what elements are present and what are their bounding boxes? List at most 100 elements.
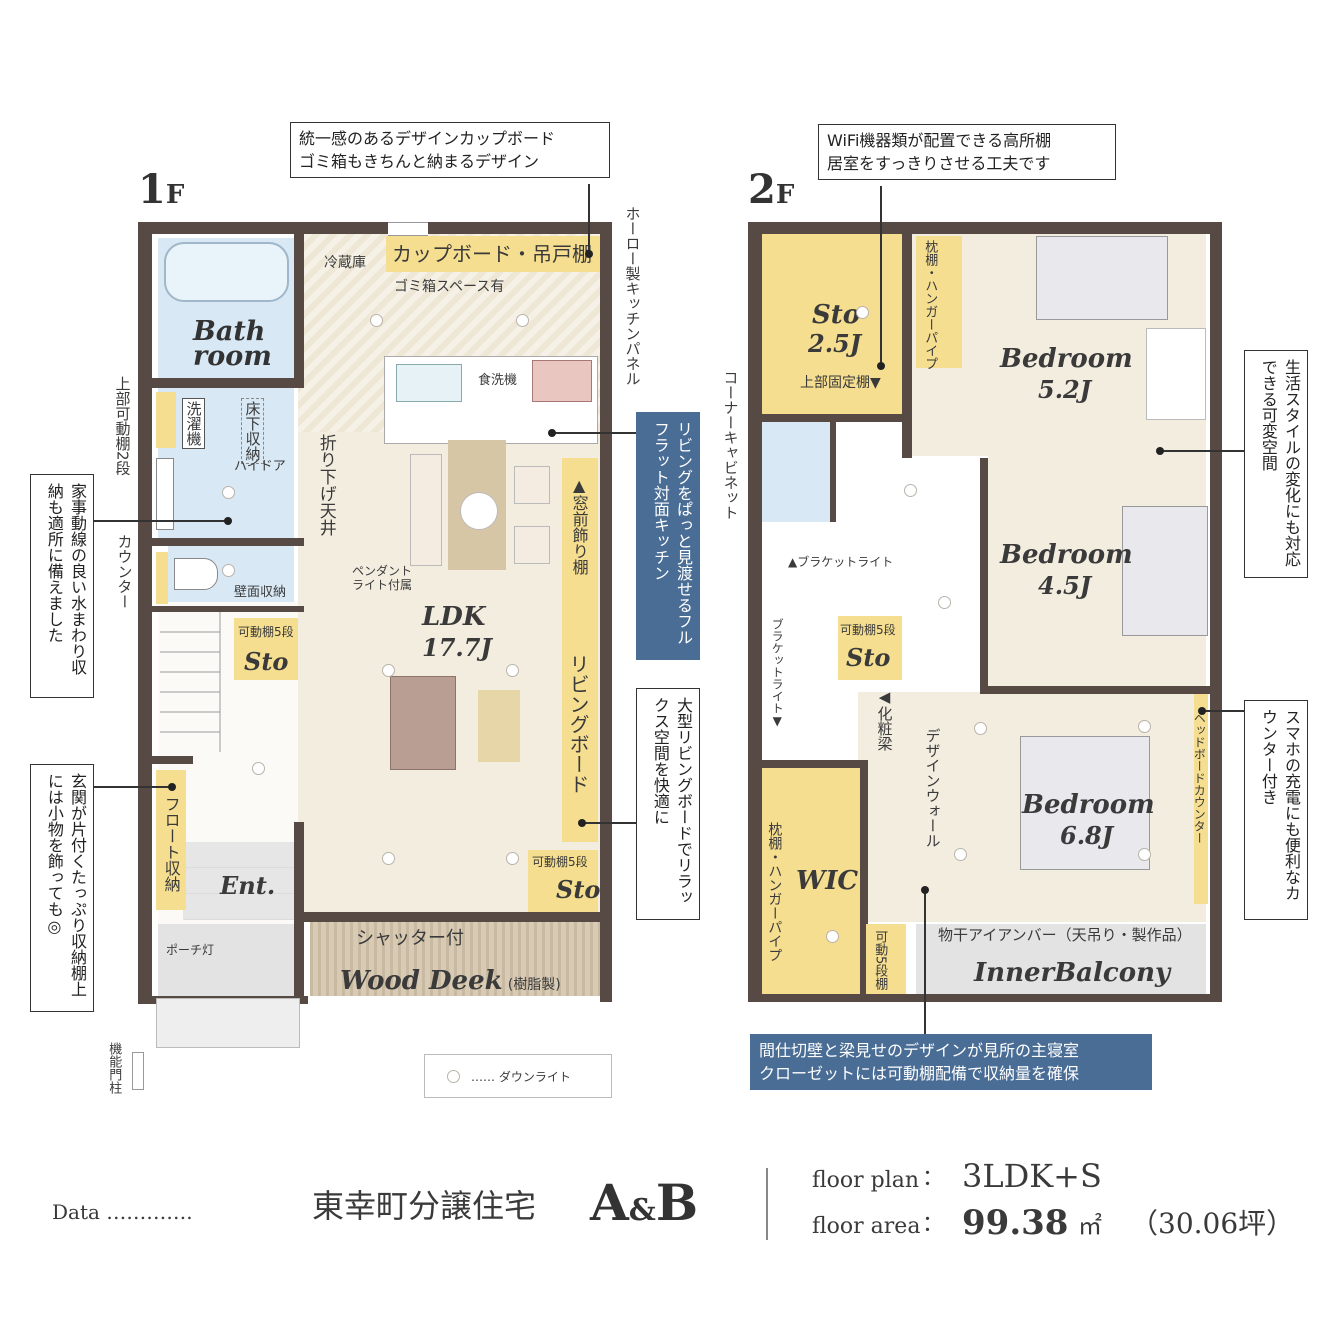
desk-1	[1146, 328, 1206, 420]
wall-deck-top	[304, 912, 604, 922]
stairs-1f	[160, 612, 221, 752]
callout-kitchen: リビングをぱっと見渡せるフルフラット対面キッチン	[636, 412, 700, 660]
float-storage	[156, 770, 186, 910]
ceiling-label: 折り下げ天井	[315, 434, 336, 536]
leader-smartphone-dot	[1198, 707, 1206, 715]
leader-living	[582, 822, 636, 824]
callout-lifestyle: 生活スタイルの変化にも対応できる可変空間	[1244, 350, 1308, 578]
wall-left-1f	[138, 222, 152, 1002]
callout-wifi: WiFi機器類が配置できる高所棚 居室をすっきりさせる工夫です	[818, 124, 1116, 181]
float-storage-label: フロート収納	[161, 796, 181, 892]
leader-lifestyle	[1160, 450, 1244, 452]
area-unit: ㎡	[1078, 1212, 1102, 1240]
callout-bedroom: 間仕切壁と梁見せのデザインが見所の主寝室 クローゼットには可動棚配備で収納量を確…	[750, 1034, 1152, 1091]
downlight	[826, 930, 839, 943]
ent-label: Ent.	[220, 871, 276, 900]
trash-label: ゴミ箱スペース有	[394, 279, 505, 295]
legend-downlight-label: …… ダウンライト	[471, 1070, 571, 1084]
bed-1	[1036, 236, 1168, 320]
bath-label: Bath room	[193, 318, 272, 370]
gate-post	[132, 1052, 144, 1090]
sink	[156, 458, 174, 530]
floor1-f: F	[165, 180, 185, 210]
wall-ent-top	[138, 756, 193, 764]
sto-small	[838, 616, 902, 680]
wood-deck-label: Wood Deek	[340, 966, 503, 996]
data-label: Data ………….	[52, 1200, 193, 1224]
washer-label: 洗濯機	[182, 398, 205, 449]
sto-1f-shelf: 可動棚5段	[238, 625, 294, 639]
wall-bath-bottom	[138, 378, 304, 388]
wall-right-2f	[1210, 222, 1222, 1002]
wood-deck-note: (樹脂製)	[507, 977, 561, 993]
bedroom-2-label: Bedroom	[1000, 540, 1133, 570]
floor1-label: 1F	[138, 170, 184, 210]
sto-2-shelf: 可動棚5段	[532, 855, 588, 869]
dishwasher-label: 食洗機	[478, 373, 518, 388]
porch-steps	[156, 998, 300, 1048]
leader-housework-dot	[224, 517, 232, 525]
sto-2f-label: Sto	[812, 300, 861, 330]
wall-stair-right	[830, 422, 836, 522]
pillow-shelf-2f	[916, 236, 962, 368]
downlight	[974, 722, 987, 735]
inner-balcony	[916, 924, 1206, 996]
callout-entrance: 玄関が片付くたっぷり収納棚上には小物を飾っても◎	[30, 764, 94, 1012]
leader-kitchen-dot	[548, 429, 556, 437]
bath-label-l2: room	[193, 341, 272, 372]
bedroom-1-size: 5.2J	[1038, 375, 1092, 404]
data-divider	[766, 1168, 768, 1240]
entrance-floor	[183, 842, 298, 920]
sto-1f	[234, 618, 298, 680]
sofa	[390, 676, 456, 770]
floor2-plan: Sto 2.5J 上部固定棚▼ 枕棚・ハンガーパイプ Bedroom 5.2J …	[748, 222, 1224, 1002]
leader-cupboard-dot	[585, 250, 593, 258]
leader-smartphone	[1202, 710, 1244, 712]
bath-label-l1: Bath	[193, 316, 266, 347]
callout-living: 大型リビングボードでリラックス空間を快適に	[636, 688, 700, 920]
wall-right-1f	[600, 222, 612, 1002]
design-wall-label: デザインウォール	[923, 728, 942, 848]
leader-kitchen	[552, 432, 636, 434]
wic	[762, 766, 862, 996]
headboard-counter	[1194, 694, 1208, 904]
downlight	[1138, 848, 1151, 861]
cupboard-label: カップボード・吊戸棚	[392, 242, 592, 266]
area-label: floor area	[812, 1214, 921, 1239]
bracket-light-1: ▲ブラケットライト	[788, 555, 894, 569]
cupboard	[386, 236, 600, 272]
upper-fixed-label: 上部固定棚▼	[800, 375, 881, 391]
sto-2f-size: 2.5J	[808, 329, 862, 358]
floor2-label: 2F	[748, 170, 794, 210]
pillow-shelf-label: 枕棚・ハンガーパイプ	[922, 240, 938, 370]
downlight	[1138, 720, 1151, 733]
sto-1f-label: Sto	[244, 647, 289, 676]
coffee-table	[478, 690, 520, 762]
gate-post-label: 機能門柱	[106, 1042, 122, 1094]
wood-deck-wrap: Wood Deek (樹脂製)	[340, 968, 561, 994]
floor1-number: 1	[138, 166, 166, 213]
sto-small-shelf: 可動棚5段	[840, 623, 896, 637]
callout-housework: 家事動線の良い水まわり収納も適所に備えました	[30, 474, 94, 698]
bracket-light-2: ブラケットライト▼	[770, 618, 785, 728]
counter-shelf	[156, 552, 168, 604]
ldk-size: 17.7J	[422, 633, 492, 662]
bathtub	[164, 242, 289, 302]
wall-sto-bottom	[748, 414, 908, 422]
wall-ent-right	[294, 822, 304, 1002]
area-value: 99.38	[962, 1203, 1069, 1243]
living-board	[562, 458, 598, 842]
porch-light-label: ポーチ灯	[166, 943, 215, 957]
upper-shelf-label: 上部可動棚2段	[113, 376, 132, 476]
washroom-floor	[158, 388, 294, 538]
downlight	[370, 314, 383, 327]
sto-2-label: Sto	[556, 875, 601, 904]
shelf5-2f	[866, 924, 906, 994]
wall-toilet-bottom	[138, 606, 304, 612]
ldk-label: LDK	[422, 602, 486, 632]
project-type: A&B	[590, 1178, 698, 1228]
wall-bath-right	[294, 234, 304, 384]
wood-deck	[310, 922, 600, 996]
shutter-label: シャッター付	[356, 928, 464, 949]
bedroom-3-label: Bedroom	[1022, 790, 1155, 820]
